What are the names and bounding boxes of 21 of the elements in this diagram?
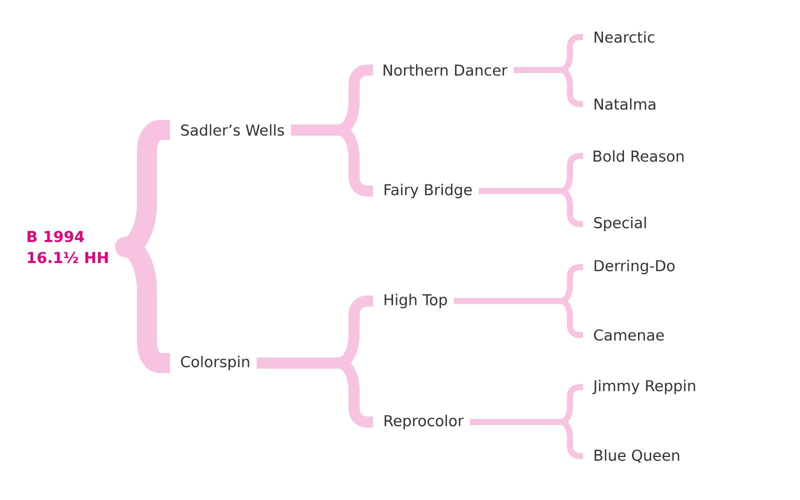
horse-name: Colorspin	[181, 356, 250, 370]
birth-details: B 1994 16.1½ HH	[28, 230, 108, 264]
horse-name: Special	[594, 216, 646, 232]
horse-name: Fairy Bridge	[384, 184, 472, 198]
horse-name: Camenae	[594, 329, 664, 341]
horse-name: High Top	[384, 294, 447, 308]
brace	[478, 153, 583, 227]
brace	[514, 34, 583, 107]
horse-name: Blue Queen	[594, 449, 680, 463]
brace	[256, 296, 373, 428]
horse-name: Natalma	[594, 98, 656, 110]
brace	[454, 264, 583, 338]
brace	[290, 64, 373, 196]
horse-name: Derring-Do	[594, 260, 675, 274]
horse-name: Bold Reason	[594, 150, 684, 162]
brace	[470, 384, 583, 459]
horse-name: Nearctic	[594, 31, 654, 43]
horse-name: Sadler’s Wells	[181, 124, 284, 136]
horse-name: Reprocolor	[384, 414, 464, 430]
horse-name: Northern Dancer	[384, 64, 508, 76]
horse-name: Jimmy Reppin	[592, 380, 696, 394]
